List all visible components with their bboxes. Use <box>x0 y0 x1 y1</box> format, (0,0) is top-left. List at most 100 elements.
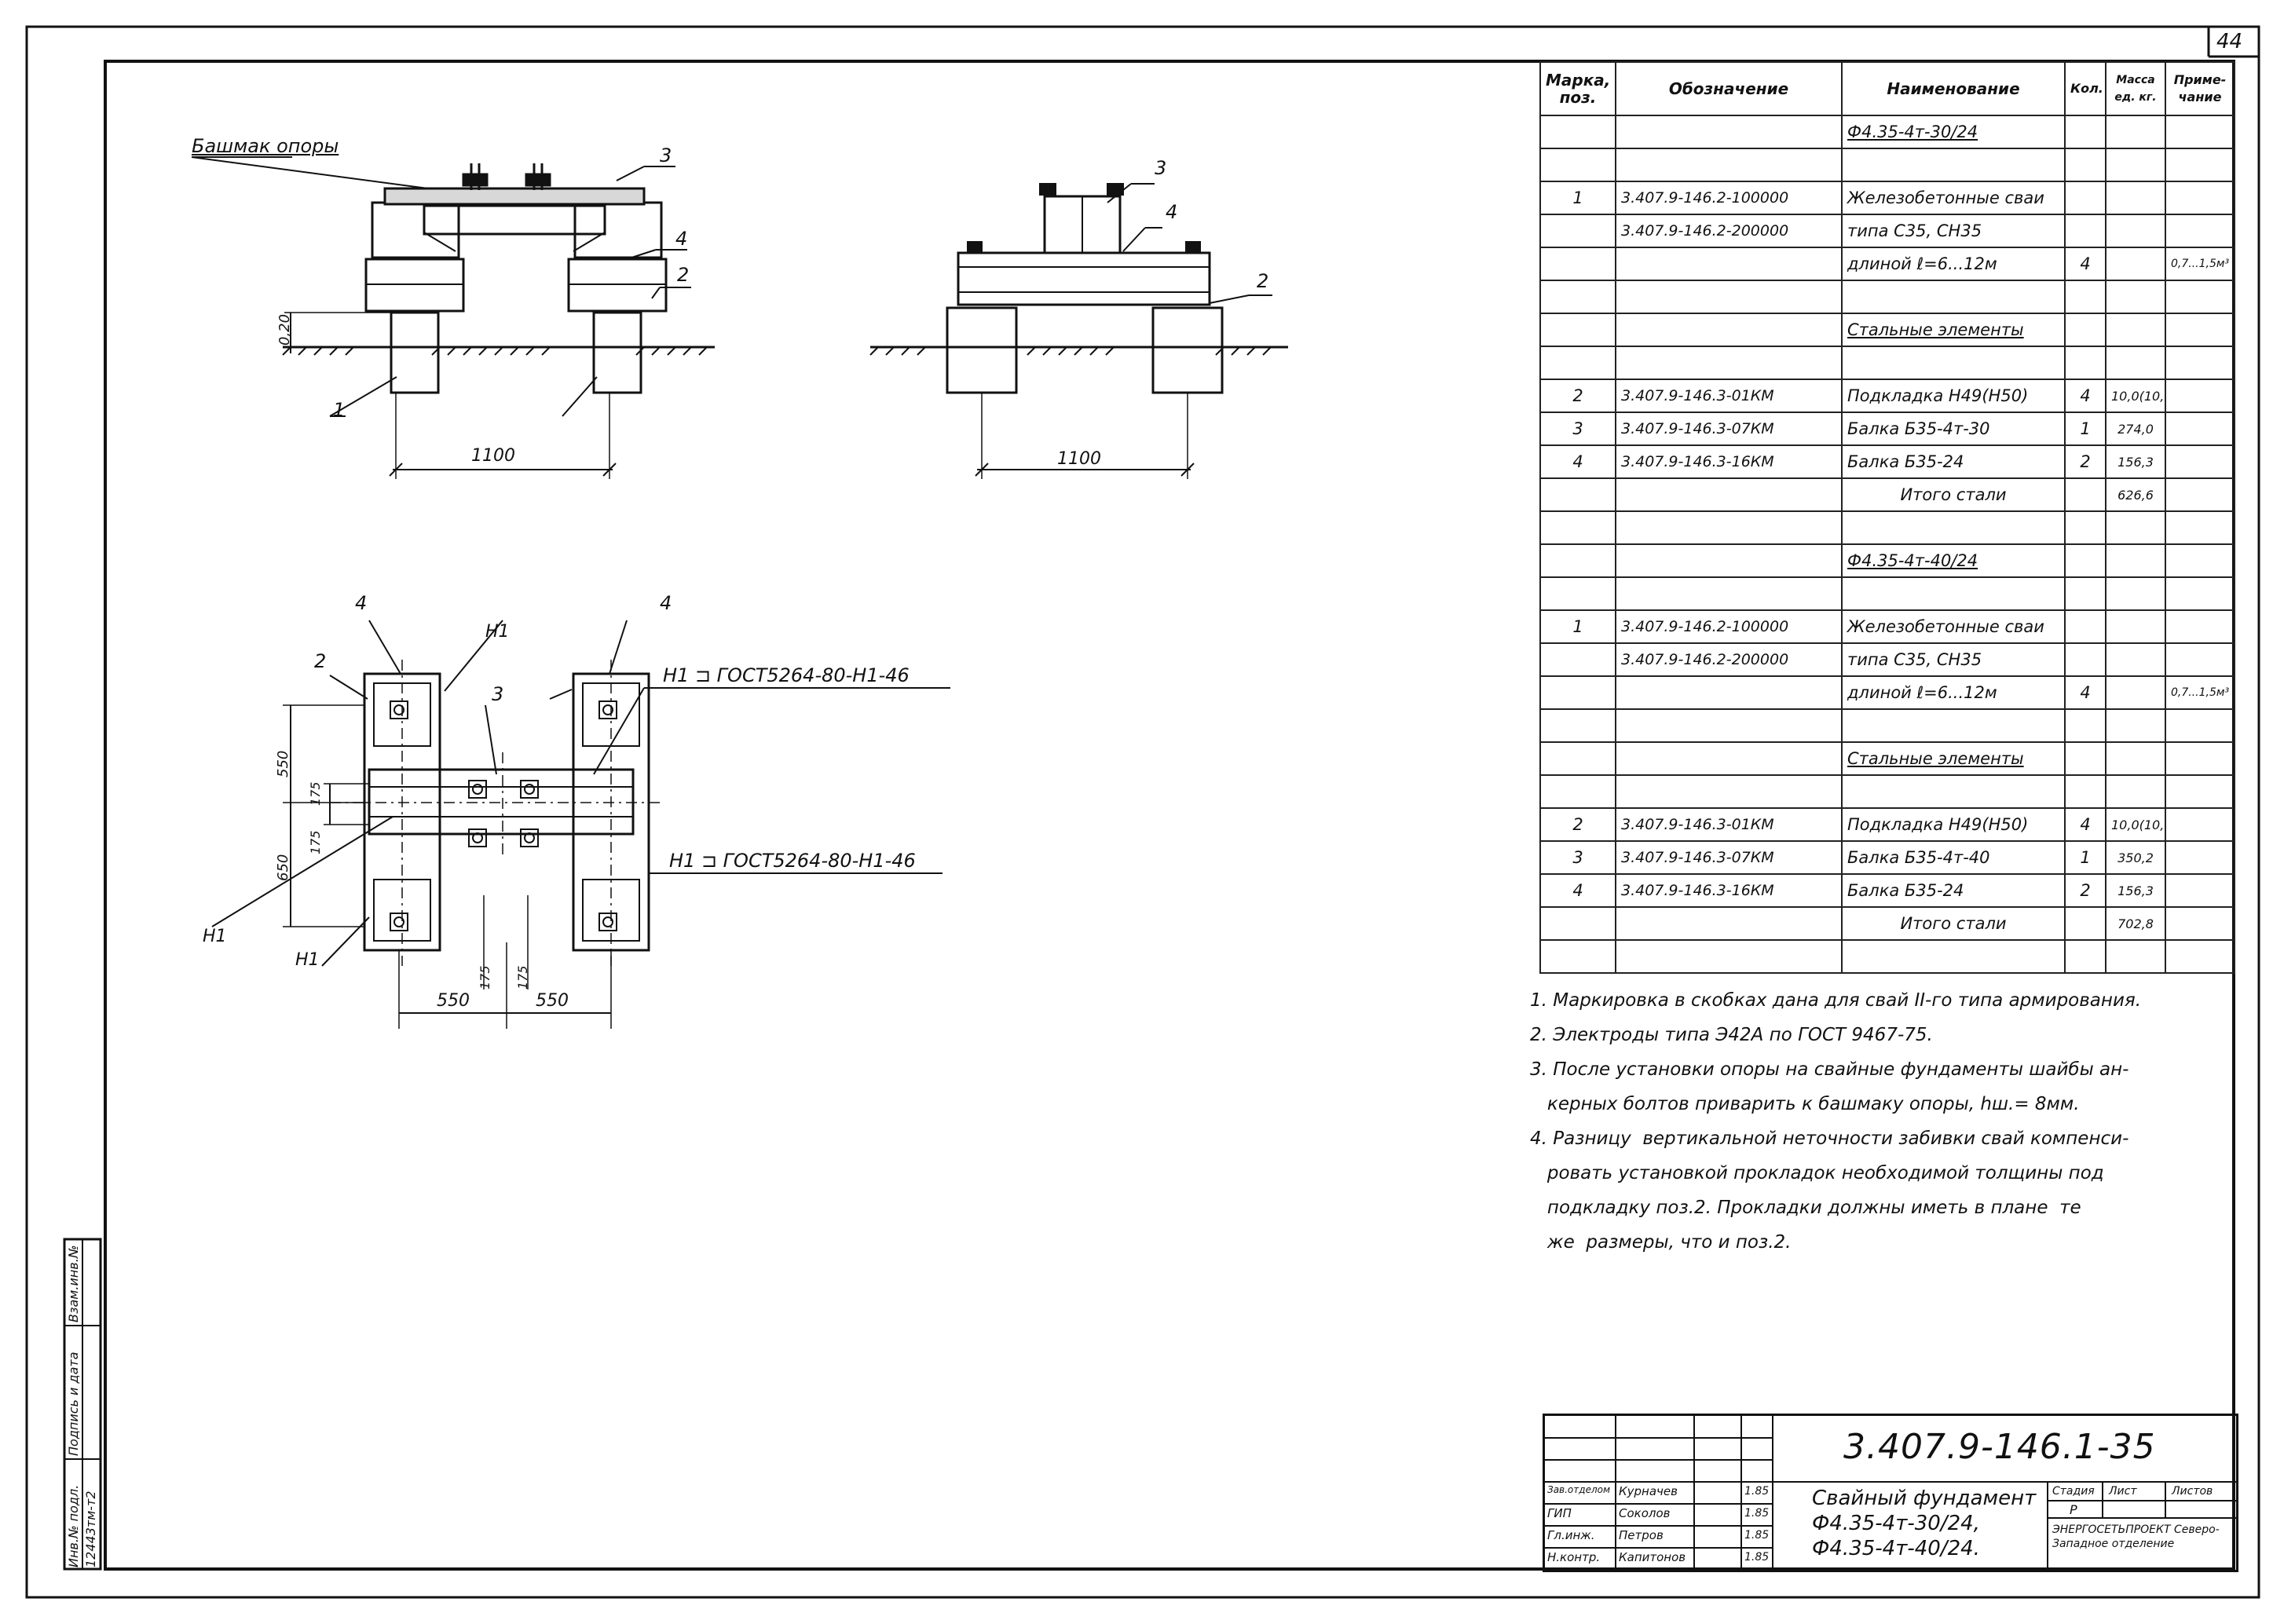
cell-mass <box>2105 346 2166 380</box>
cell-note <box>2165 609 2235 644</box>
side-mark-2: 2 <box>1257 270 1269 292</box>
cell-code: 3.407.9-146.3-07КМ <box>1615 411 1843 446</box>
cell-mass: 10,0(10,0) <box>2105 379 2166 413</box>
cell-mass <box>2105 576 2166 611</box>
title-name-line-3: Ф4.35-4т-40/24. <box>1812 1537 1980 1560</box>
cell-name: Ф4.35-4т-30/24 <box>1841 115 2066 149</box>
cell-note <box>2165 115 2235 149</box>
cell-mark <box>1539 576 1616 611</box>
cell-mark: 2 <box>1539 379 1616 413</box>
cell-qty <box>2064 510 2106 545</box>
cell-mass <box>2105 675 2166 710</box>
cell-mark <box>1539 774 1616 809</box>
plan-dim-650-vert: 650 <box>275 854 291 881</box>
cell-mass <box>2105 939 2166 974</box>
weld-callout-bottom: Н1 ⊐ ГОСТ5264-80-Н1-46 <box>669 850 916 872</box>
plan-weld-mark-top: Н1 <box>485 622 510 642</box>
header-mass: Масса ед. кг. <box>2105 61 2166 116</box>
title-block-grid <box>1545 1416 2236 1570</box>
cell-code <box>1615 346 1843 380</box>
cell-qty <box>2064 741 2106 776</box>
cell-name <box>1841 280 2066 314</box>
table-row <box>1539 576 2235 611</box>
cell-name <box>1841 774 2066 809</box>
cell-qty <box>2064 609 2106 644</box>
front-mark-1: 1 <box>333 399 346 421</box>
cell-mark <box>1539 708 1616 743</box>
cell-note <box>2165 477 2235 512</box>
table-row <box>1539 280 2235 314</box>
drawing-code: 3.407.9-146.1-35 <box>1843 1427 2156 1467</box>
front-view-label: Башмак опоры <box>192 135 339 157</box>
plan-dim-550-left: 550 <box>437 991 470 1011</box>
cell-mark: 4 <box>1539 444 1616 479</box>
header-note: Приме- чание <box>2165 61 2235 116</box>
cell-code <box>1615 708 1843 743</box>
cell-name <box>1841 148 2066 182</box>
cell-name: Стальные элементы <box>1841 741 2066 776</box>
cell-mass <box>2105 181 2166 215</box>
cell-mark <box>1539 477 1616 512</box>
cell-qty <box>2064 181 2106 215</box>
cell-name: Итого стали <box>1841 906 2066 941</box>
role-1: Зав.отделом <box>1547 1484 1611 1495</box>
cell-mass <box>2105 115 2166 149</box>
cell-code: 3.407.9-146.2-100000 <box>1615 181 1843 215</box>
cell-code: 3.407.9-146.3-07КМ <box>1615 840 1843 875</box>
cell-mass <box>2105 148 2166 182</box>
cell-mark <box>1539 148 1616 182</box>
cell-code <box>1615 510 1843 545</box>
cell-qty <box>2064 148 2106 182</box>
cell-code <box>1615 477 1843 512</box>
front-mark-3: 3 <box>660 144 672 166</box>
front-mark-2: 2 <box>677 264 690 286</box>
cell-note <box>2165 741 2235 776</box>
table-row <box>1539 510 2235 545</box>
cell-qty <box>2064 642 2106 677</box>
cell-name: Балка Б35-24 <box>1841 444 2066 479</box>
cell-qty <box>2064 543 2106 578</box>
cell-mass <box>2105 313 2166 347</box>
table-row: Ф4.35-4т-40/24 <box>1539 543 2235 578</box>
cell-mass: 274,0 <box>2105 411 2166 446</box>
plan-mark-3: 3 <box>492 683 504 705</box>
cell-code <box>1615 774 1843 809</box>
table-header-row: Марка, поз. Обозначение Наименование Кол… <box>1539 61 2235 116</box>
cell-note <box>2165 807 2235 842</box>
note-line: ровать установкой прокладок необходимой … <box>1530 1163 2104 1183</box>
cell-code: 3.407.9-146.2-200000 <box>1615 642 1843 677</box>
cell-qty <box>2064 774 2106 809</box>
cell-note <box>2165 774 2235 809</box>
cell-qty <box>2064 477 2106 512</box>
stamp-label-sign: Подпись и дата <box>66 1352 81 1456</box>
note-line: подкладку поз.2. Прокладки должны иметь … <box>1530 1198 2081 1218</box>
role-2: ГИП <box>1547 1506 1572 1520</box>
cell-note <box>2165 411 2235 446</box>
cell-code <box>1615 906 1843 941</box>
cell-code <box>1615 939 1843 974</box>
cell-note <box>2165 148 2235 182</box>
cell-note: 0,7...1,5м³ <box>2165 675 2235 710</box>
cell-code: 3.407.9-146.3-01КМ <box>1615 379 1843 413</box>
cell-note <box>2165 280 2235 314</box>
cell-qty <box>2064 115 2106 149</box>
cell-mark <box>1539 115 1616 149</box>
cell-name: Стальные элементы <box>1841 313 2066 347</box>
notes-block: 1. Маркировка в скобках дана для свай II… <box>1530 983 2158 1260</box>
plan-mark-4-right: 4 <box>660 592 672 614</box>
stage-value: Р <box>2070 1502 2077 1517</box>
plan-dim-175-a: 175 <box>308 781 323 806</box>
cell-mass <box>2105 247 2166 281</box>
cell-mark <box>1539 346 1616 380</box>
title-block: 3.407.9-146.1-35 Свайный фундамент Ф4.35… <box>1543 1414 2238 1572</box>
header-name: Наименование <box>1841 61 2066 116</box>
sheets-label: Листов <box>2172 1485 2213 1498</box>
note-line: керных болтов приварить к башмаку опоры,… <box>1530 1094 2080 1114</box>
cell-name: длиной ℓ=6...12м <box>1841 675 2066 710</box>
cell-note <box>2165 840 2235 875</box>
